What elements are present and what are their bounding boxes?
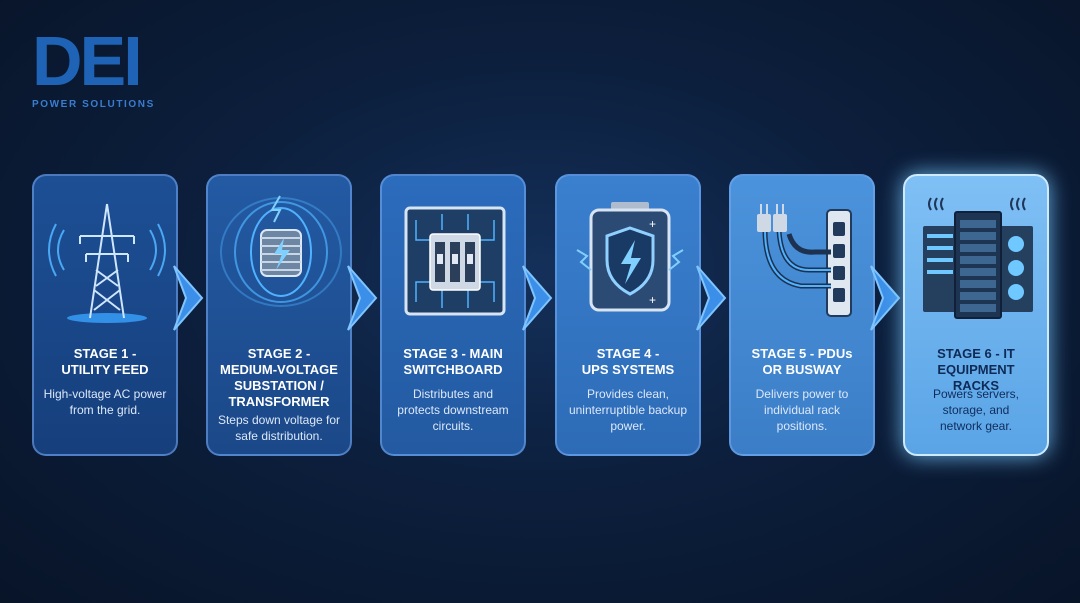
flow-arrow-2 <box>342 262 382 334</box>
stage-1-description: High-voltage AC power from the grid. <box>43 387 167 417</box>
stage-6-description: Powers servers, storage, and network gea… <box>932 387 1020 433</box>
logo-subtitle: POWER SOLUTIONS <box>32 99 155 110</box>
logo-mark: DEI <box>32 22 143 100</box>
stage-4-description: Provides clean, uninterruptible backup p… <box>568 387 688 433</box>
transformer-icon <box>208 190 354 330</box>
flow-arrow-3 <box>517 262 557 334</box>
stage-5-title: STAGE 5 - PDUs OR BUSWAY <box>751 346 853 377</box>
stage-card-6: STAGE 6 - IT EQUIPMENT RACKS Powers serv… <box>903 174 1049 456</box>
flow-arrow-1 <box>168 262 208 334</box>
ups-battery-icon: + + <box>557 190 703 330</box>
stage-2-title: STAGE 2 - MEDIUM-VOLTAGE SUBSTATION / TR… <box>220 346 338 409</box>
stage-2-description: Steps down voltage for safe distribution… <box>217 413 341 443</box>
stage-3-title: STAGE 3 - MAIN SWITCHBOARD <box>403 346 503 377</box>
stage-card-1: STAGE 1 - UTILITY FEED High-voltage AC p… <box>32 174 178 456</box>
transmission-tower-icon <box>34 190 180 330</box>
stage-6-title: STAGE 6 - IT EQUIPMENT RACKS <box>937 346 1015 393</box>
stage-card-3: STAGE 3 - MAIN SWITCHBOARD Distributes a… <box>380 174 526 456</box>
stage-card-2: STAGE 2 - MEDIUM-VOLTAGE SUBSTATION / TR… <box>206 174 352 456</box>
stage-3-description: Distributes and protects downstream circ… <box>397 387 509 433</box>
svg-text:+: + <box>649 293 656 307</box>
svg-text:+: + <box>649 217 656 231</box>
stage-card-5: STAGE 5 - PDUs OR BUSWAY Delivers power … <box>729 174 875 456</box>
stage-1-title: STAGE 1 - UTILITY FEED <box>61 346 149 377</box>
flow-arrow-4 <box>691 262 731 334</box>
flow-arrow-5 <box>865 262 905 334</box>
stage-4-title: STAGE 4 - UPS SYSTEMS <box>581 346 675 377</box>
company-logo: DEI POWER SOLUTIONS <box>32 22 172 110</box>
server-rack-icon <box>905 190 1051 330</box>
stage-card-4: + + STAGE 4 - UPS SYSTEMS Provides clean… <box>555 174 701 456</box>
stage-5-description: Delivers power to individual rack positi… <box>755 387 849 433</box>
pdu-power-strip-icon <box>731 190 877 330</box>
switchboard-icon <box>382 190 528 330</box>
